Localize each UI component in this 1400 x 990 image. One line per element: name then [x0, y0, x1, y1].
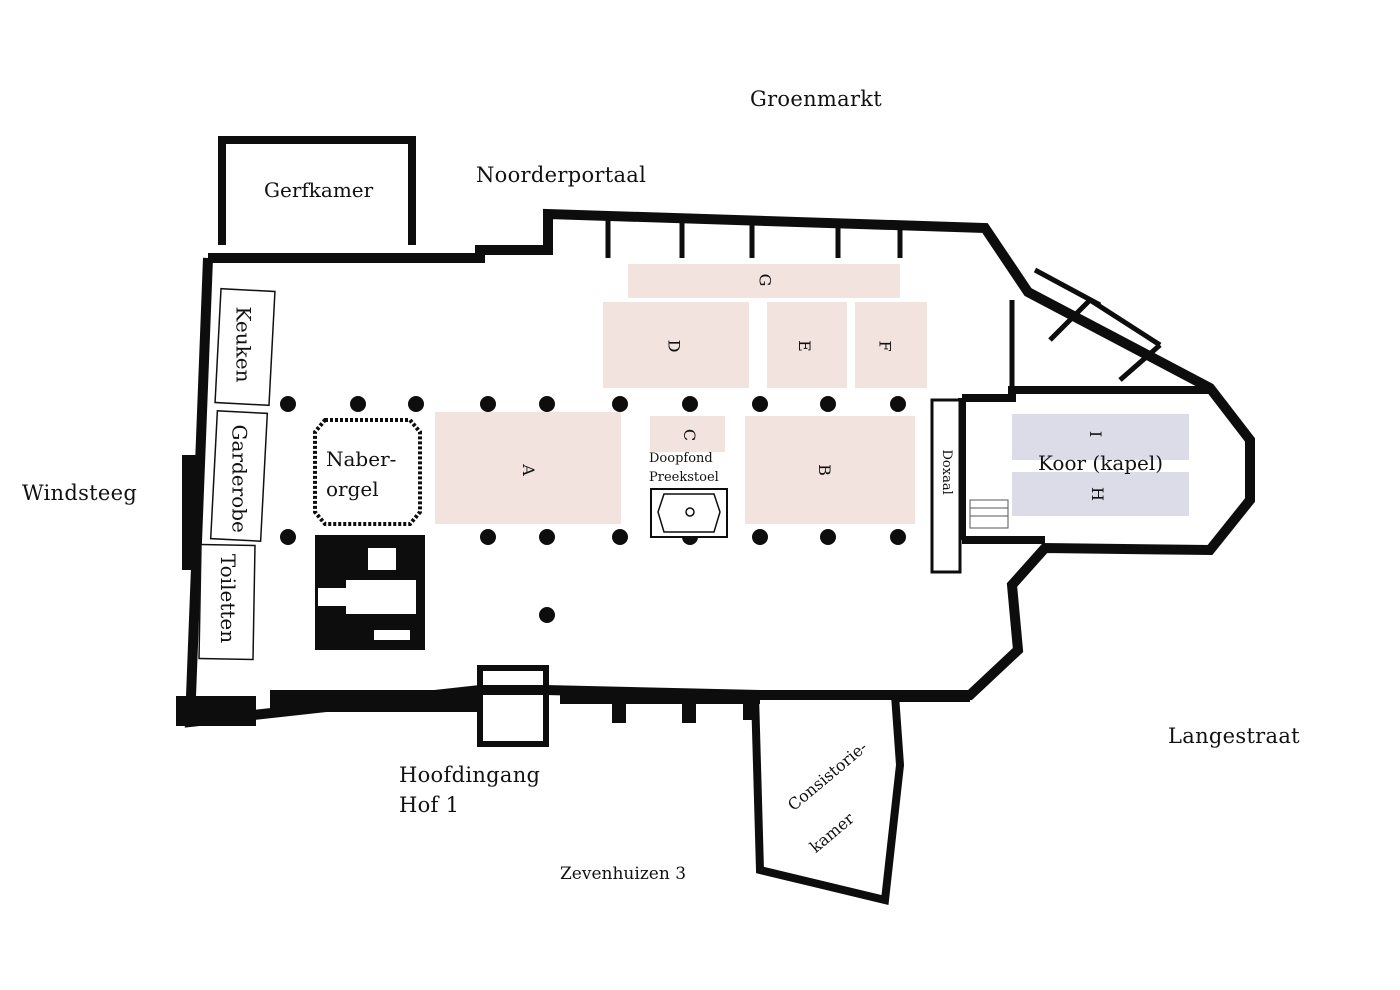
section-i[interactable]	[1012, 414, 1189, 460]
section-a[interactable]	[435, 412, 621, 524]
font-label: Doopfond	[649, 451, 713, 466]
section-i-label: I	[1086, 430, 1106, 438]
section-c-label: C	[680, 428, 700, 442]
main-entrance-label: Hoofdingang	[399, 763, 541, 787]
section-d-label: D	[664, 339, 684, 353]
section-e[interactable]	[767, 302, 847, 388]
section-g[interactable]	[628, 264, 900, 298]
organ-label-line1: Naber-	[326, 447, 397, 471]
choir-label: Koor (kapel)	[1038, 451, 1164, 475]
section-b[interactable]	[745, 416, 915, 524]
garderobe-room	[209, 409, 269, 543]
doxaal-label: Doxaal	[939, 449, 955, 495]
toiletten-label: Toiletten	[216, 553, 240, 644]
pulpit-symbol	[650, 488, 728, 538]
section-e-label: E	[794, 340, 814, 352]
section-g-label: G	[755, 273, 775, 287]
gerfkamer-label: Gerfkamer	[264, 178, 374, 202]
section-f[interactable]	[855, 302, 927, 388]
doxaal-area	[930, 398, 962, 574]
main-entrance-address-label: Hof 1	[399, 793, 460, 817]
section-h[interactable]	[1012, 472, 1189, 516]
organ-console	[315, 535, 425, 650]
section-c[interactable]	[650, 416, 725, 452]
keuken-label: Keuken	[231, 306, 256, 383]
street-east-label: Langestraat	[1168, 724, 1300, 748]
choir-steps	[969, 499, 1009, 529]
section-f-label: F	[875, 340, 895, 352]
section-h-label: H	[1087, 487, 1107, 501]
east-annex	[1009, 267, 1162, 398]
street-south-label: Zevenhuizen 3	[560, 864, 687, 884]
choir-partition	[958, 386, 1210, 544]
section-a-label: A	[518, 464, 538, 476]
keuken-room	[214, 287, 276, 407]
street-north-label: Groenmarkt	[750, 87, 883, 111]
toiletten-room	[198, 543, 256, 661]
street-west-label: Windsteeg	[22, 481, 138, 505]
pulpit-label: Preekstoel	[649, 470, 719, 485]
service-rooms	[198, 287, 276, 661]
section-d[interactable]	[603, 302, 749, 388]
section-b-label: B	[814, 464, 834, 476]
south-buttresses	[560, 690, 970, 723]
west-buttress	[176, 455, 480, 726]
seating-sections	[435, 264, 1189, 524]
organ-label-line2: orgel	[326, 477, 379, 501]
garderobe-label: Garderobe	[227, 424, 252, 533]
organ-outline	[313, 418, 422, 526]
north-annexes	[605, 214, 903, 258]
north-portal-label: Noorderportaal	[476, 163, 647, 187]
